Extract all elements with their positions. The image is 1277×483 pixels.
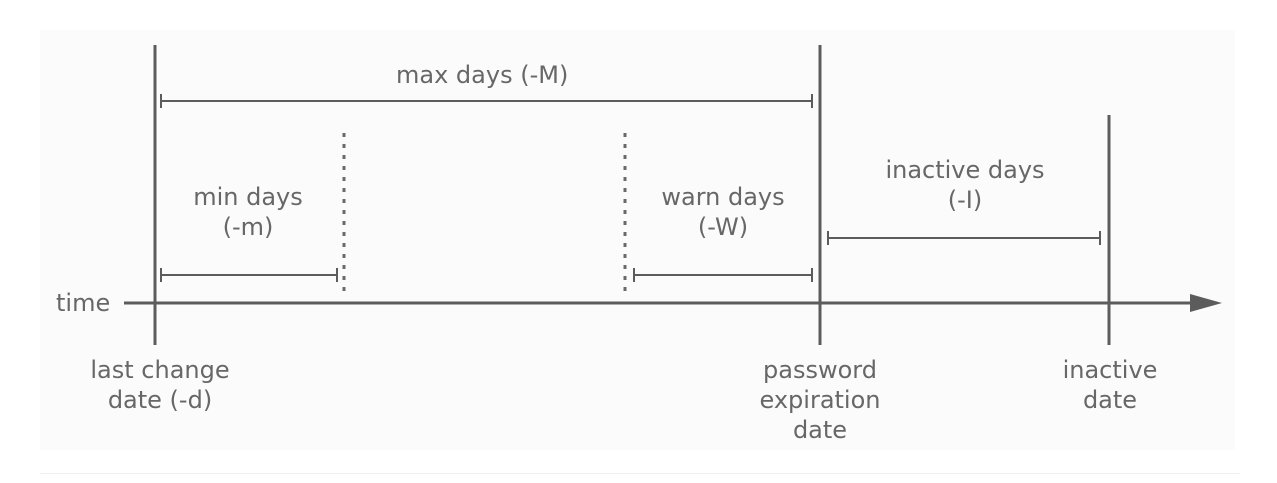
bottom-divider [40, 473, 1240, 474]
time-axis-label: time [56, 289, 111, 317]
inactive-days-bracket [827, 231, 1101, 245]
min-days-name: min days [193, 183, 303, 211]
max-days-flag: (-M) [520, 61, 569, 89]
last-change-date-label: last change date (-d) [80, 355, 240, 415]
last-change-line1: last change [90, 356, 230, 384]
max-days-bracket [160, 94, 813, 108]
inactive-date-line1: inactive [1062, 356, 1158, 384]
warn-days-bracket [633, 268, 813, 282]
expiration-line1: password [763, 356, 877, 384]
inactive-date-line2: date [1082, 386, 1138, 414]
expiration-line3: date [792, 416, 848, 444]
warn-days-flag: (-W) [697, 213, 749, 241]
last-change-line2: date (-d) [107, 386, 213, 414]
warn-days-name: warn days [661, 183, 785, 211]
warn-days-label: warn days (-W) [643, 182, 803, 242]
max-days-name: max days [396, 61, 513, 89]
expiration-line2: expiration [759, 386, 881, 414]
time-axis-arrowhead [1190, 294, 1222, 312]
inactive-days-name: inactive days [885, 156, 1045, 184]
inactive-date-label: inactive date [1045, 355, 1175, 415]
min-days-bracket [160, 268, 338, 282]
min-days-flag: (-m) [222, 213, 274, 241]
password-expiration-date-label: password expiration date [745, 355, 895, 445]
inactive-days-label: inactive days (-I) [870, 155, 1060, 215]
min-days-label: min days (-m) [173, 182, 323, 242]
inactive-days-flag: (-I) [947, 186, 983, 214]
max-days-label: max days (-M) [396, 60, 568, 90]
